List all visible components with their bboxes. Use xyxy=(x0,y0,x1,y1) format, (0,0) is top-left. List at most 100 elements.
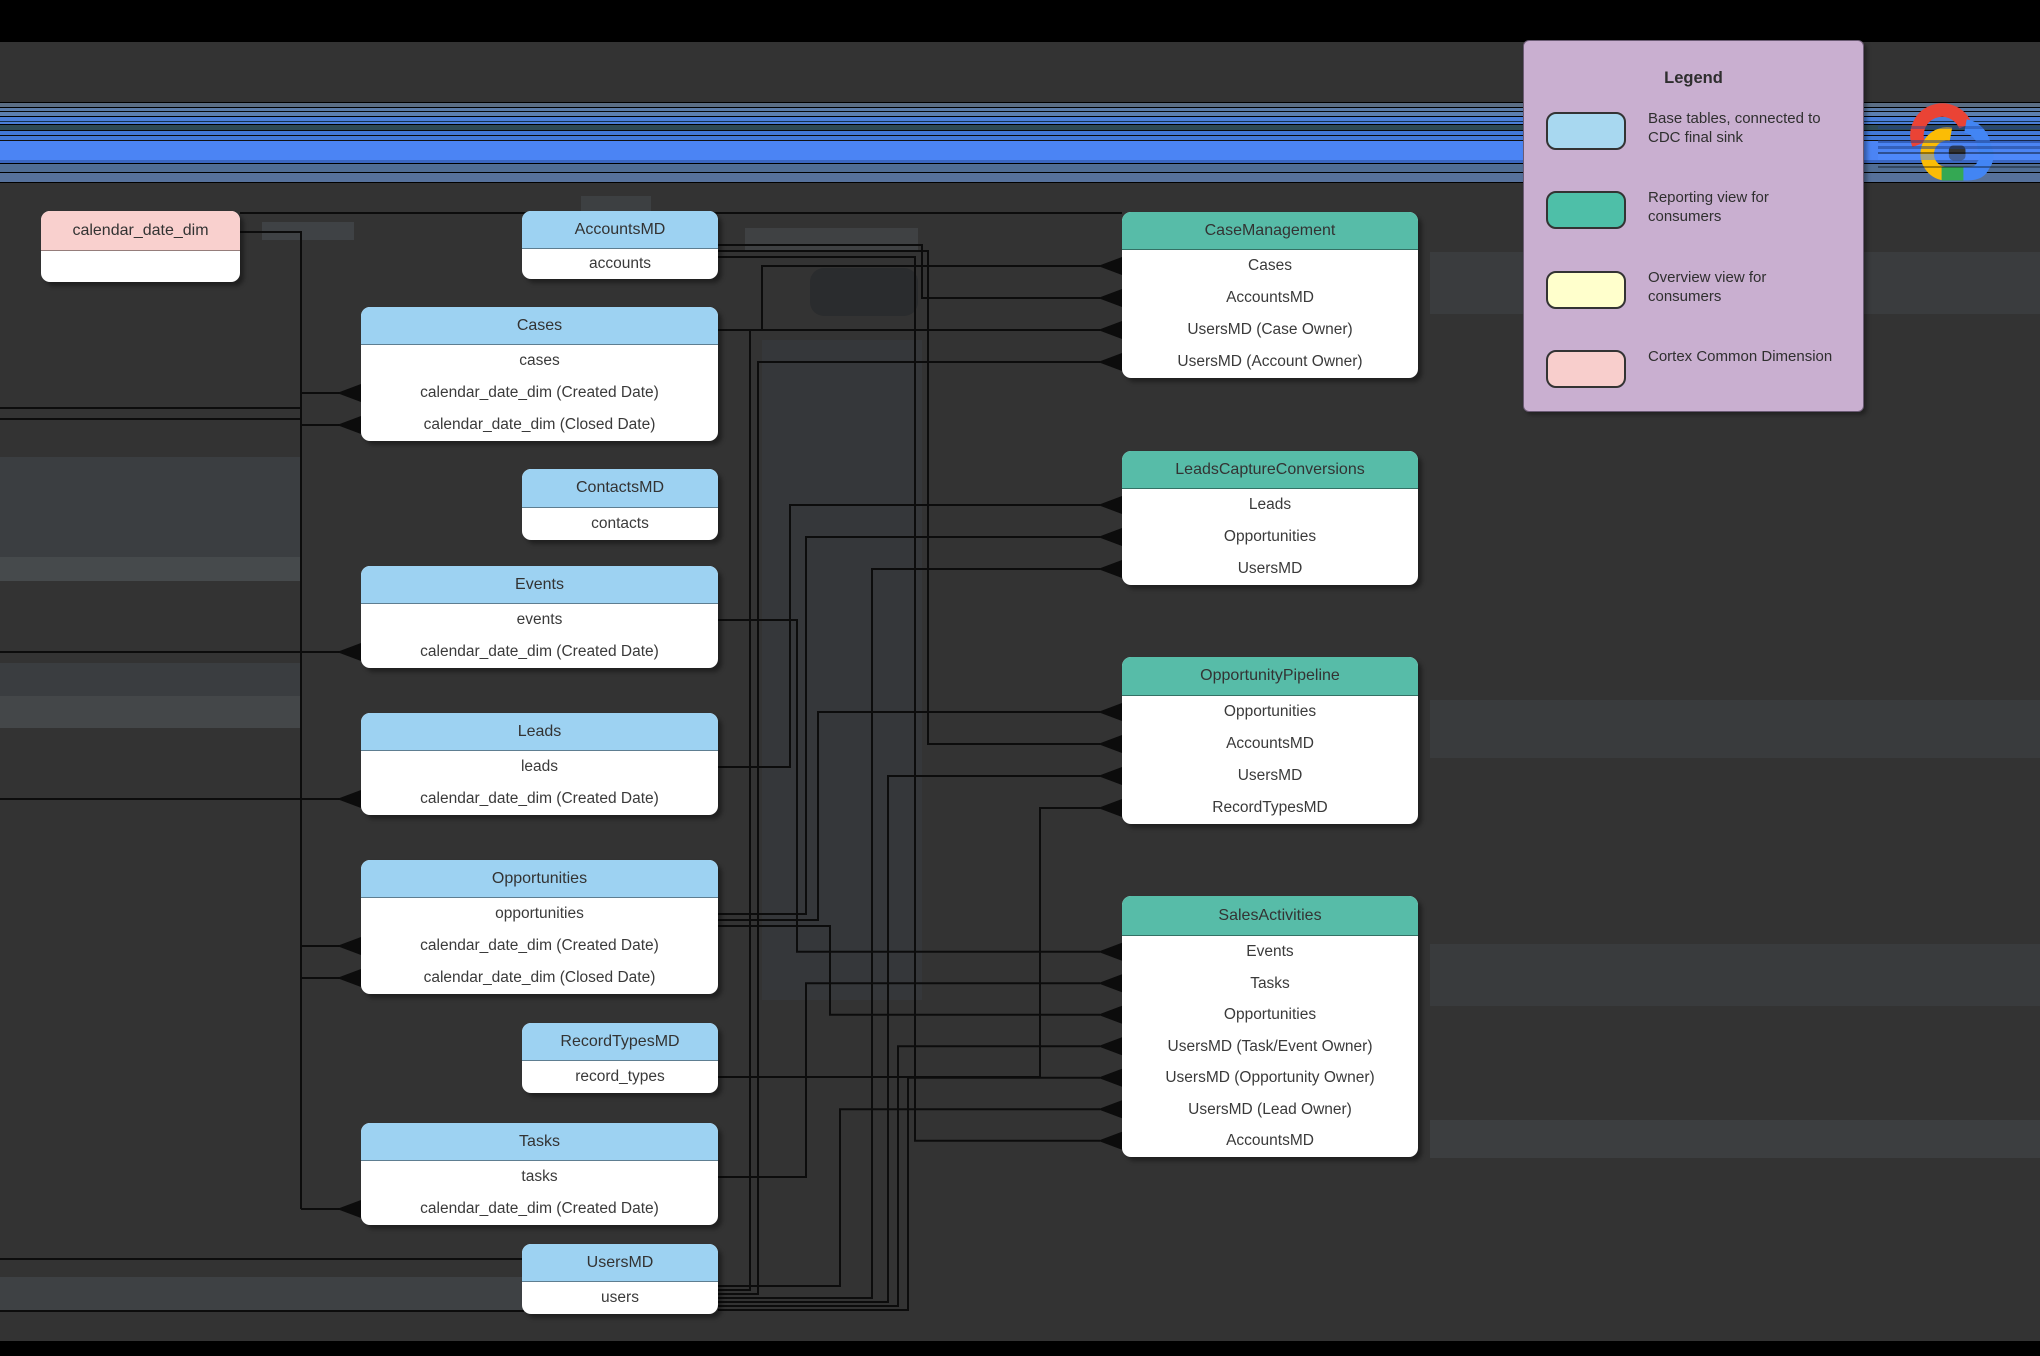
table-title: AccountsMD xyxy=(522,211,718,249)
table-row: AccountsMD xyxy=(1226,289,1314,306)
table-row: Opportunities xyxy=(1223,703,1317,720)
table-row: calendar_date_dim (Created Date) xyxy=(420,1200,659,1217)
background-artifact xyxy=(810,268,918,316)
background-artifact xyxy=(0,696,302,728)
connector-line xyxy=(718,775,1100,1303)
table-row: calendar_date_dim (Created Date) xyxy=(420,643,659,660)
connector-line xyxy=(718,536,1100,915)
table-row: UsersMD xyxy=(1237,767,1303,784)
crowsfoot-arrow xyxy=(337,384,361,402)
connector-line xyxy=(718,1076,1100,1311)
table-title: Tasks xyxy=(361,1123,718,1161)
table-row: UsersMD (Task/Event Owner) xyxy=(1167,1037,1373,1055)
legend-title: Legend xyxy=(1664,69,1723,87)
crowsfoot-arrow xyxy=(337,937,361,955)
crowsfoot-arrow xyxy=(1098,1037,1122,1056)
table-row: Leads xyxy=(1248,496,1292,513)
legend-label: Cortex Common Dimension xyxy=(1648,348,1833,365)
table-row: opportunities xyxy=(495,905,584,922)
table-title: CaseManagement xyxy=(1122,212,1418,250)
table-title: Opportunities xyxy=(361,860,718,898)
base-table-AccountsMD: AccountsMD accounts xyxy=(522,211,718,279)
connector-line xyxy=(718,329,1100,1291)
connector-line xyxy=(718,1045,1100,1307)
table-row xyxy=(41,251,240,282)
connector-line xyxy=(718,250,1100,745)
crowsfoot-arrow xyxy=(337,969,361,987)
table-row: UsersMD (Account Owner) xyxy=(1177,353,1363,370)
crowsfoot-arrow xyxy=(337,1200,361,1218)
table-row: tasks xyxy=(521,1168,558,1185)
connector-line xyxy=(718,925,1100,1016)
table-title: LeadsCaptureConversions xyxy=(1122,451,1418,489)
table-row: Opportunities xyxy=(1223,528,1317,545)
connector-line xyxy=(718,504,1100,768)
table-row: UsersMD (Lead Owner) xyxy=(1188,1100,1352,1118)
table-row: AccountsMD xyxy=(1226,1132,1314,1149)
crowsfoot-arrow xyxy=(337,643,361,661)
background-artifact xyxy=(1430,1120,2040,1158)
legend-label: Overview view for consumers xyxy=(1648,269,1767,306)
table-row: UsersMD xyxy=(1237,560,1303,577)
crowsfoot-arrow xyxy=(1098,257,1122,275)
connector-line xyxy=(718,1108,1100,1287)
crowsfoot-arrow xyxy=(1098,1068,1122,1087)
background-artifact xyxy=(262,222,354,240)
connector-line xyxy=(718,619,1100,953)
base-table-Opportunities: Opportunities opportunities calendar_date_… xyxy=(361,860,718,994)
legend-swatch-4 xyxy=(1546,350,1626,388)
crowsfoot-arrow xyxy=(1098,735,1122,753)
crowsfoot-arrow xyxy=(1098,528,1122,546)
crowsfoot-arrow xyxy=(1098,1100,1122,1119)
connector-line xyxy=(718,568,1100,1299)
connector-line xyxy=(718,265,1100,331)
table-row: UsersMD (Case Owner) xyxy=(1187,321,1353,338)
legend-label: Base tables, connected to CDC final sink xyxy=(1648,110,1821,147)
table-title: calendar_date_dim xyxy=(41,211,240,251)
crowsfoot-arrow xyxy=(1098,1005,1122,1024)
bottom-black-bar xyxy=(0,1341,2040,1356)
crowsfoot-arrow xyxy=(1098,799,1122,817)
crowsfoot-arrow xyxy=(1098,353,1122,371)
connector-line xyxy=(718,711,1100,921)
table-row: calendar_date_dim (Closed Date) xyxy=(423,416,656,433)
legend-swatch-1 xyxy=(1546,112,1626,150)
table-title: Cases xyxy=(361,307,718,345)
table-title: RecordTypesMD xyxy=(522,1023,718,1061)
crowsfoot-arrow xyxy=(1098,496,1122,514)
background-artifact xyxy=(762,340,922,1000)
google-cloud-logo xyxy=(1910,103,1994,181)
table-row: calendar_date_dim (Closed Date) xyxy=(423,969,656,986)
table-row: record_types xyxy=(575,1068,665,1085)
logo-inner-hollow xyxy=(1948,145,1966,161)
legend-swatch-3 xyxy=(1546,271,1626,309)
crowsfoot-arrow xyxy=(337,790,361,808)
legend-panel: Legend Base tables, connected to CDC fin… xyxy=(1523,40,1864,412)
table-row: contacts xyxy=(591,515,649,532)
table-row: AccountsMD xyxy=(1226,735,1314,752)
crowsfoot-arrow xyxy=(1098,289,1122,307)
table-row: accounts xyxy=(588,255,652,272)
base-table-RecordTypesMD: RecordTypesMD record_types xyxy=(522,1023,718,1093)
table-row: events xyxy=(516,611,563,628)
connector-line xyxy=(718,244,1100,299)
table-row: UsersMD (Opportunity Owner) xyxy=(1165,1069,1375,1086)
background-artifact xyxy=(0,557,302,581)
connector-line xyxy=(718,256,1100,1142)
table-row: calendar_date_dim (Created Date) xyxy=(420,937,659,954)
table-row: Cases xyxy=(1248,257,1292,274)
table-row: Tasks xyxy=(1250,974,1290,992)
table-title: UsersMD xyxy=(522,1244,718,1282)
table-title: Leads xyxy=(361,713,718,751)
background-artifact xyxy=(1430,700,2040,758)
